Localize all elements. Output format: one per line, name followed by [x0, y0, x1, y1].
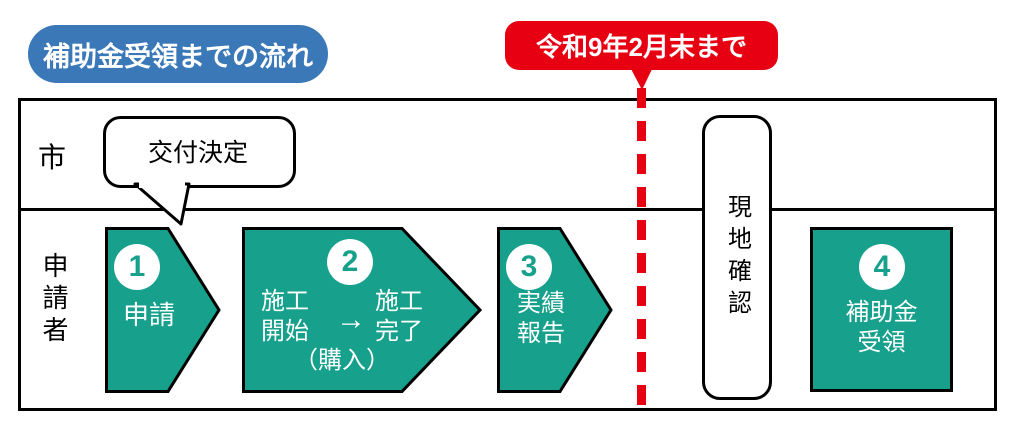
lane-label-city: 市 — [38, 142, 67, 173]
step-4-label: 補助金 受領 — [845, 299, 918, 356]
title-badge: 補助金受領までの流れ — [28, 25, 328, 83]
grant-decision-callout — [103, 116, 297, 228]
step-4-number-badge: 4 — [859, 244, 905, 290]
site-check-box: 現地確認 — [702, 115, 772, 400]
step-4-receive-subsidy: 4 補助金 受領 — [810, 227, 953, 392]
lane-row-city — [21, 101, 994, 211]
lane-label-applicant: 申請者 — [39, 252, 69, 348]
step-3-number-badge: 3 — [506, 244, 552, 290]
step-2-start-label: 施工 開始 — [261, 288, 309, 345]
deadline-label: 令和9年2月末まで — [536, 32, 747, 62]
site-check-label: 現地確認 — [723, 193, 751, 322]
grant-decision-label: 交付決定 — [147, 139, 248, 167]
step-2-end-label: 施工 完了 — [375, 288, 423, 345]
deadline-dashed-line — [637, 88, 646, 412]
step-3-label: 実績 報告 — [517, 290, 565, 347]
step-1-application: 1 申請 — [105, 227, 221, 393]
step-1-number-badge: 1 — [114, 244, 160, 290]
arrow-right-icon: → — [336, 303, 366, 336]
deadline-badge-shape — [505, 21, 778, 90]
step-2-construction: 2 施工 開始 → 施工 完了 （購入） — [242, 227, 482, 393]
step-2-purchase-label: （購入） — [294, 347, 390, 374]
chevron-arrow-shape — [242, 227, 482, 393]
step-1-label: 申請 — [122, 300, 175, 330]
step-2-number-badge: 2 — [327, 239, 373, 285]
deadline-badge — [505, 21, 778, 91]
step-3-report: 3 実績 報告 — [497, 227, 613, 393]
speech-bubble-shape — [103, 116, 296, 226]
